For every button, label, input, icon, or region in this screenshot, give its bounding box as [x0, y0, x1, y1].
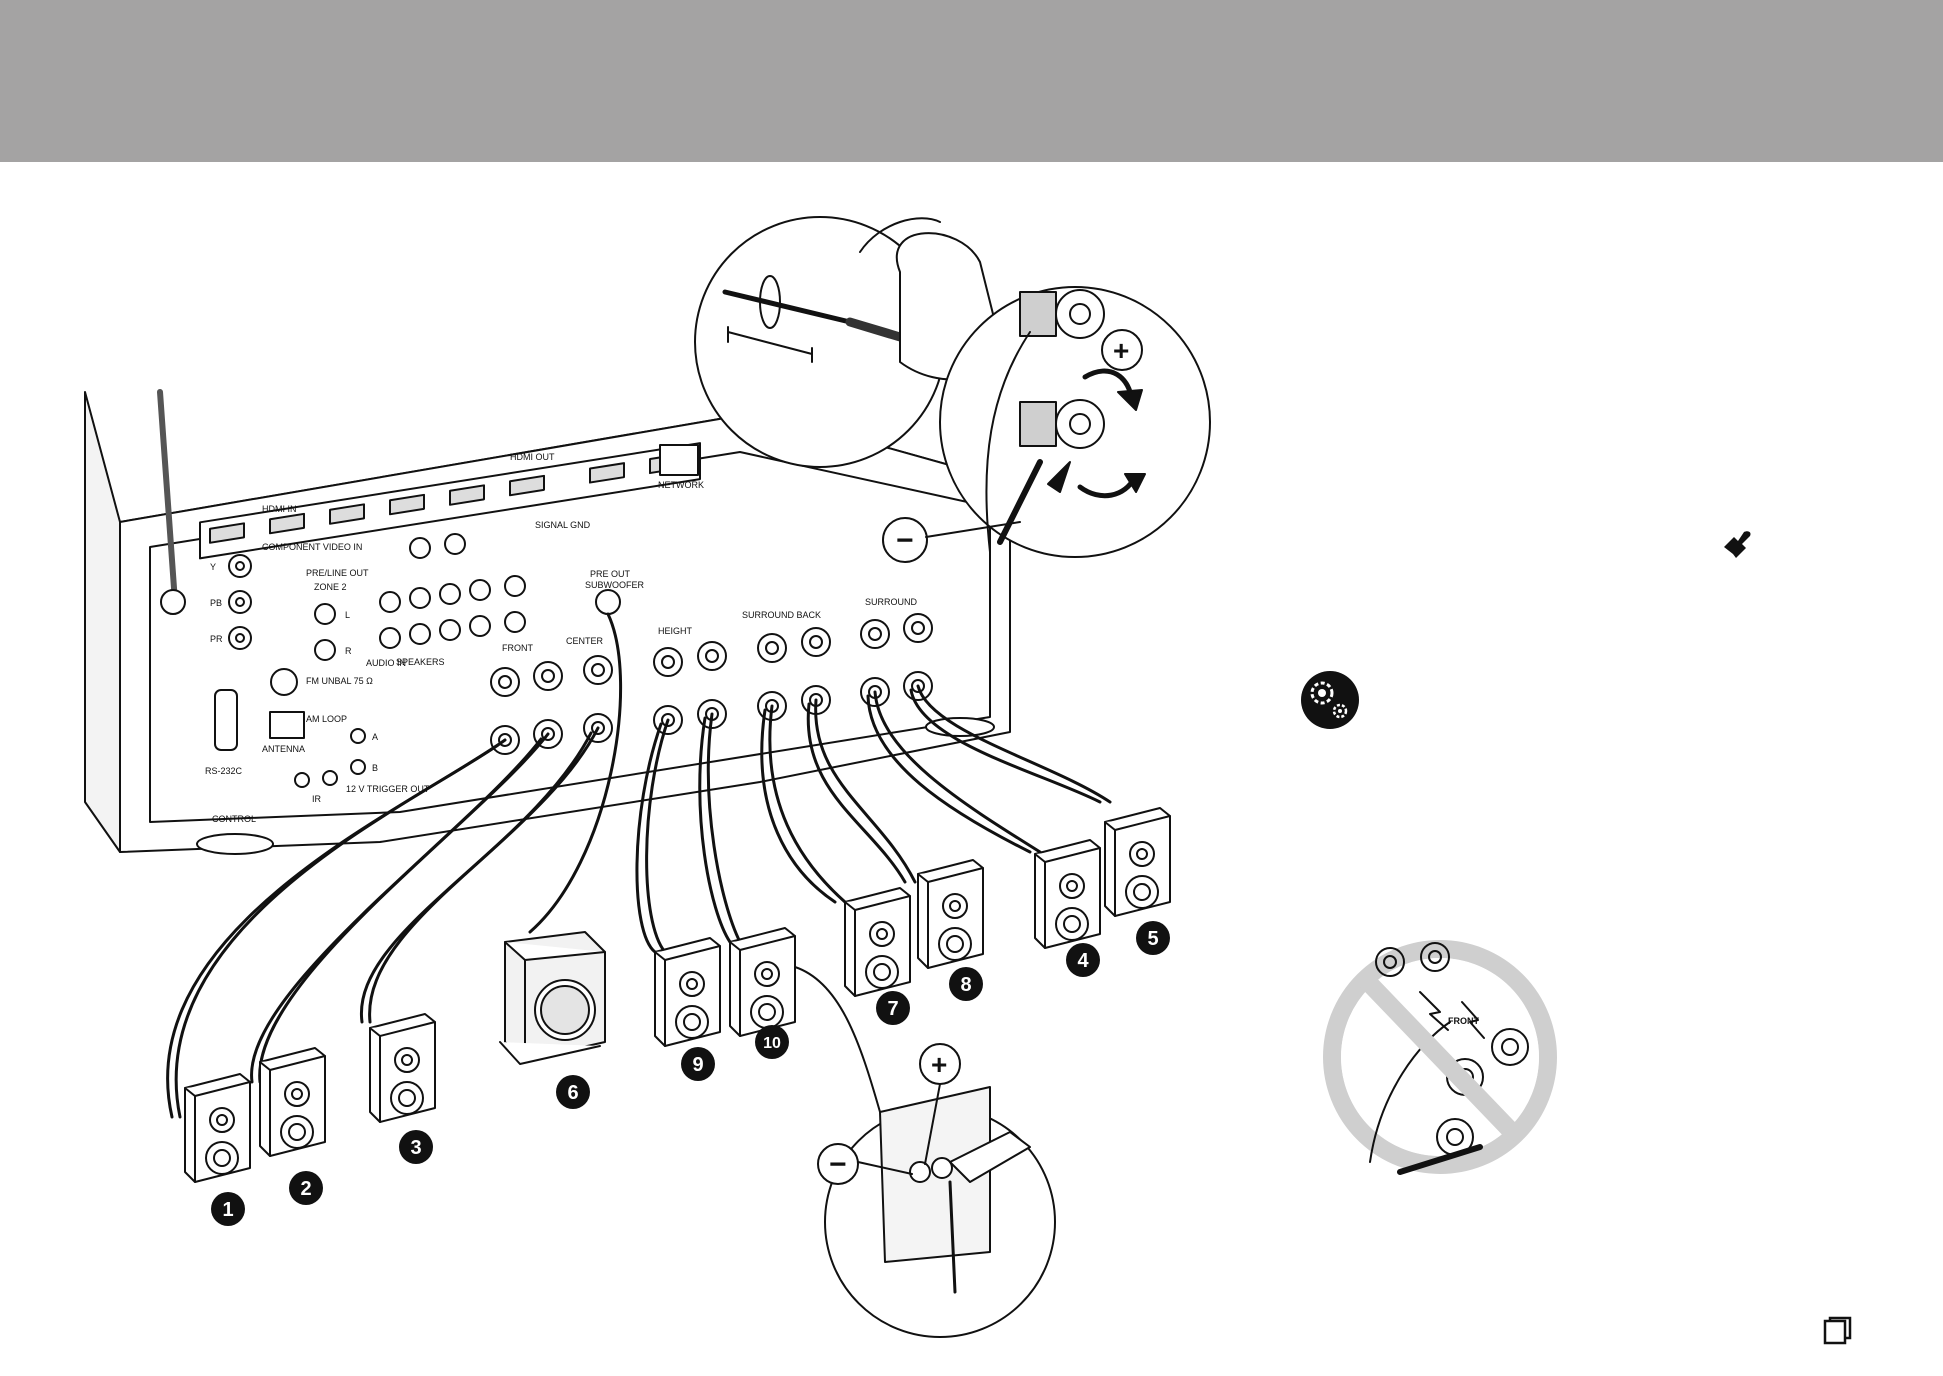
network-port [660, 445, 698, 475]
badge-6: 6 [556, 1075, 590, 1109]
speaker-6-subwoofer [500, 932, 605, 1064]
wrench-icon [1724, 531, 1751, 558]
label-hdmi-in: HDMI IN [262, 504, 297, 514]
label-surround: SURROUND [865, 597, 918, 607]
label-trigger-a: A [372, 732, 378, 742]
svg-text:9: 9 [692, 1054, 703, 1076]
label-zone2: ZONE 2 [314, 582, 347, 592]
label-subwoofer: SUBWOOFER [585, 580, 645, 590]
label-y: Y [210, 562, 216, 572]
label-component-video: COMPONENT VIDEO IN [262, 542, 362, 552]
svg-text:2: 2 [300, 1178, 311, 1200]
label-antenna: ANTENNA [262, 744, 305, 754]
label-trigger-b: B [372, 763, 378, 773]
badge-2: 2 [289, 1171, 323, 1205]
svg-text:10: 10 [763, 1035, 781, 1052]
label-control: CONTROL [212, 814, 256, 824]
speaker-10 [730, 928, 795, 1036]
label-fm: FM UNBAL 75 Ω [306, 676, 373, 686]
page-corner-icon[interactable] [1822, 1316, 1852, 1346]
label-hdmi-out: HDMI OUT [510, 452, 555, 462]
badge-1: 1 [211, 1192, 245, 1226]
label-network: NETWORK [658, 480, 704, 490]
speaker-1 [185, 1074, 250, 1182]
svg-text:8: 8 [960, 974, 971, 996]
label-height: HEIGHT [658, 626, 693, 636]
prohibition-sign [1332, 943, 1548, 1172]
svg-text:7: 7 [887, 998, 898, 1020]
badge-7: 7 [876, 991, 910, 1025]
label-signal-gnd: SIGNAL GND [535, 520, 591, 530]
speaker-5 [1105, 808, 1170, 916]
badge-4: 4 [1066, 943, 1100, 977]
label-center: CENTER [566, 636, 604, 646]
badge-5: 5 [1136, 921, 1170, 955]
no-sign-front-label: FRONT [1448, 1016, 1479, 1026]
badge-10: 10 [755, 1025, 789, 1059]
svg-text:1: 1 [222, 1199, 233, 1221]
label-pre-out: PRE OUT [590, 569, 631, 579]
svg-text:6: 6 [567, 1082, 578, 1104]
label-speakers: SPEAKERS [396, 657, 445, 667]
minus-symbol-top: − [896, 524, 914, 557]
speakers [185, 808, 1170, 1182]
label-l: L [345, 610, 350, 620]
label-surround-back: SURROUND BACK [742, 610, 821, 620]
label-pr: PR [210, 634, 223, 644]
badge-8: 8 [949, 967, 983, 1001]
label-am-loop: AM LOOP [306, 714, 347, 724]
plus-symbol-top: + [1113, 335, 1129, 366]
label-rs232c: RS-232C [205, 766, 243, 776]
svg-text:5: 5 [1147, 928, 1158, 950]
speaker-8 [918, 860, 983, 968]
label-pre-line-out: PRE/LINE OUT [306, 568, 369, 578]
speaker-connection-diagram: HDMI IN HDMI OUT NETWORK COMPONENT VIDEO… [0, 162, 1943, 1376]
svg-text:4: 4 [1077, 950, 1089, 972]
label-pb: PB [210, 598, 222, 608]
minus-symbol-bottom: − [829, 1148, 847, 1181]
speaker-2 [260, 1048, 325, 1156]
speaker-4 [1035, 840, 1100, 948]
speaker-9 [655, 938, 720, 1046]
label-ir: IR [312, 794, 322, 804]
label-trigger: 12 V TRIGGER OUT [346, 784, 430, 794]
settings-gear-icon [1301, 671, 1359, 729]
speaker-3 [370, 1014, 435, 1122]
svg-text:3: 3 [410, 1137, 421, 1159]
label-front: FRONT [502, 643, 533, 653]
speaker-7 [845, 888, 910, 996]
page-header-band [0, 0, 1943, 162]
badge-9: 9 [681, 1047, 715, 1081]
plus-symbol-bottom: + [931, 1049, 947, 1080]
badge-3: 3 [399, 1130, 433, 1164]
label-r: R [345, 646, 352, 656]
